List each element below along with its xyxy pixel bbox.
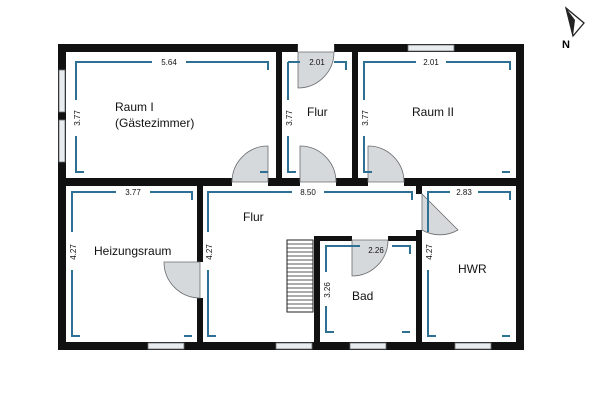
- room-name-line-1: Heizungsraum: [94, 244, 171, 258]
- door-raum-ii: [367, 145, 405, 183]
- room-depth-label: 3.77: [285, 110, 294, 126]
- door-raum-i: [231, 145, 269, 183]
- room-depth-label: 3.77: [361, 110, 370, 126]
- room-hwr: HWR 2.83 4.27: [425, 188, 487, 276]
- room-flur-top: Flur 2.01 3.77: [285, 58, 328, 126]
- window-bottom-hwr: [454, 342, 492, 350]
- room-width-label: 2.83: [456, 188, 472, 197]
- doors: [163, 43, 459, 299]
- window-bottom-bad: [349, 342, 387, 350]
- windows: [58, 44, 492, 350]
- door-bad: [351, 239, 389, 277]
- window-top-raum-ii: [407, 44, 455, 52]
- room-depth-label: 3.77: [73, 110, 82, 126]
- room-name-line-2: (Gästezimmer): [115, 116, 194, 130]
- room-name-line-1: Raum I: [115, 100, 154, 114]
- room-heizungsraum: Heizungsraum 3.77 4.27: [69, 188, 171, 260]
- room-flur-bottom: Flur 8.50 4.27: [205, 188, 316, 260]
- compass-north-label: N: [562, 39, 570, 51]
- room-name-line-1: Flur: [307, 105, 328, 119]
- staircase: [286, 239, 314, 313]
- window-bottom-heizung: [147, 342, 185, 350]
- window-bottom-flur: [275, 342, 313, 350]
- room-name-line-1: Raum II: [412, 105, 454, 119]
- room-depth-label: 4.27: [69, 244, 78, 260]
- window-left-lower: [58, 119, 66, 163]
- compass: N: [562, 6, 585, 51]
- dimension-lines: [71, 61, 511, 337]
- room-width-label: 2.26: [368, 246, 384, 255]
- room-raum-i: Raum I (Gästezimmer) 5.64 3.77: [73, 58, 194, 130]
- room-width-label: 8.50: [300, 188, 316, 197]
- door-heizungsraum: [163, 261, 201, 299]
- door-hwr: [421, 193, 459, 236]
- room-name-line-1: Flur: [243, 210, 264, 224]
- window-left-upper: [58, 69, 66, 113]
- room-depth-label: 4.27: [205, 244, 214, 260]
- room-depth-label: 4.27: [425, 244, 434, 260]
- room-width-label: 2.01: [423, 58, 439, 67]
- room-width-label: 5.64: [161, 58, 177, 67]
- room-name-line-1: HWR: [458, 262, 487, 276]
- door-flur-top: [299, 145, 337, 183]
- door-flur-top-entry: [297, 51, 335, 89]
- room-raum-ii: Raum II 2.01 3.77: [361, 58, 454, 126]
- room-name-line-1: Bad: [352, 289, 373, 303]
- room-width-label: 3.77: [125, 188, 141, 197]
- room-bad: Bad 2.26 3.26: [323, 246, 384, 303]
- room-depth-label: 3.26: [323, 282, 332, 298]
- room-width-label: 2.01: [309, 58, 325, 67]
